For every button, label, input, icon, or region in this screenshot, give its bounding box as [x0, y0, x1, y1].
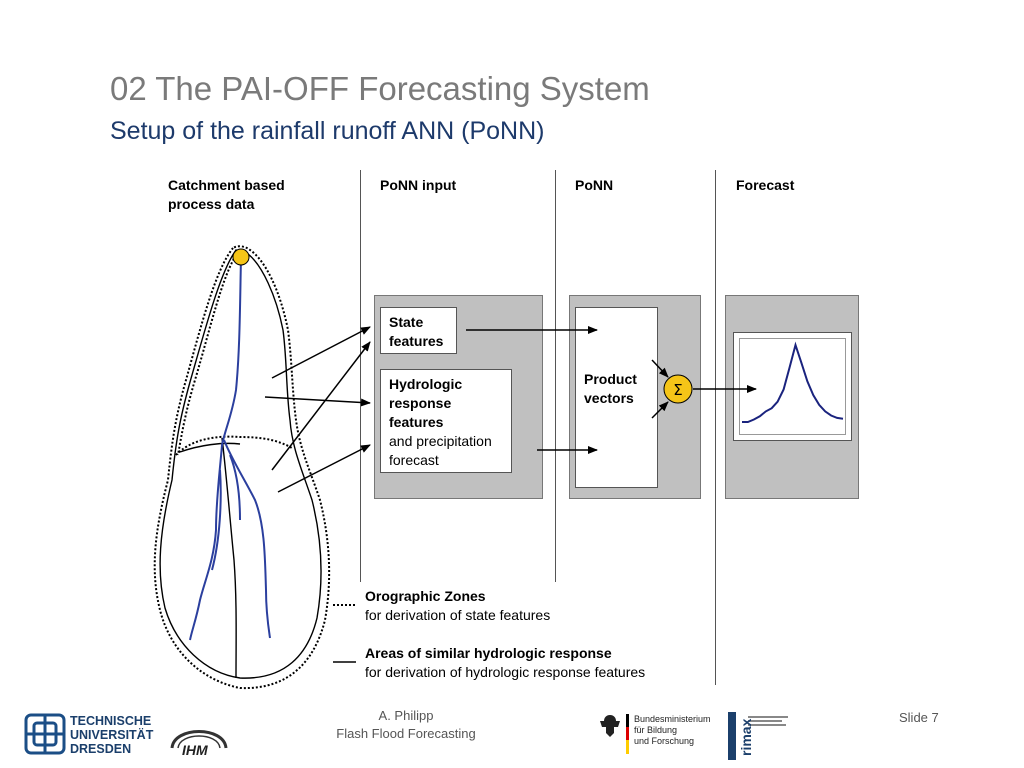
- tu-line1: TECHNISCHE: [70, 714, 152, 728]
- hydrograph-plot-area: [739, 338, 846, 435]
- product-vectors-line1: Product: [584, 371, 637, 387]
- column-header-catchment-line1: Catchment based: [168, 177, 285, 193]
- legend-hydrologic-areas: Areas of similar hydrologic response for…: [365, 644, 645, 682]
- product-vectors-line2: vectors: [584, 390, 634, 406]
- federal-eagle-icon: [598, 713, 622, 739]
- river-network: [189, 257, 271, 641]
- arrow-catchment-to-hydro-1: [264, 396, 371, 407]
- sigma-node: [663, 374, 693, 404]
- state-features-line1: State: [389, 314, 424, 330]
- river-branch-mid: [229, 454, 241, 521]
- river-branch-west: [211, 469, 222, 571]
- column-divider-3: [715, 170, 716, 685]
- tu-dresden-logo-text: TECHNISCHE UNIVERSITÄT DRESDEN: [70, 714, 153, 756]
- arrow-catchment-to-state-1: [271, 326, 371, 379]
- german-flag-bar: [626, 714, 629, 754]
- arrow-product-to-sigma-1: [651, 359, 669, 378]
- arrow-catchment-to-state-2: [271, 341, 371, 471]
- column-header-forecast: Forecast: [736, 177, 795, 193]
- outlet-point: [232, 248, 250, 266]
- hydrologic-divider-2: [179, 442, 241, 453]
- column-divider-1: [360, 170, 361, 582]
- ihm-logo: IHM: [168, 712, 230, 760]
- page-title: 02 The PAI-OFF Forecasting System: [110, 70, 650, 107]
- tu-dresden-logo-icon: [24, 713, 66, 755]
- legend-areas-title: Areas of similar hydrologic response: [365, 645, 612, 661]
- footer-author: A. Philipp: [378, 708, 434, 723]
- hydrograph-line: [742, 341, 844, 423]
- bmbf-line1: Bundesministerium: [634, 714, 711, 724]
- sigma-symbol: Σ: [673, 381, 682, 399]
- legend-orographic-title: Orographic Zones: [365, 588, 486, 604]
- legend-areas-desc: for derivation of hydrologic response fe…: [365, 664, 646, 680]
- hydrologic-line1: Hydrologic: [389, 376, 463, 392]
- page-subtitle: Setup of the rainfall runoff ANN (PoNN): [110, 117, 545, 145]
- hydrologic-line3: features: [389, 414, 444, 430]
- river-main: [189, 257, 242, 641]
- bmbf-line2: für Bildung: [634, 725, 678, 735]
- arrow-product-to-sigma-2: [651, 401, 669, 419]
- column-header-catchment-line2: process data: [168, 196, 255, 212]
- rimax-logo: rimax: [728, 712, 798, 760]
- hydrograph-chart: [742, 341, 844, 423]
- state-features-line2: features: [389, 333, 444, 349]
- product-vectors-box: Product vectors: [575, 307, 658, 488]
- column-divider-2: [555, 170, 556, 582]
- state-features-box: State features: [380, 307, 457, 354]
- hydrologic-line5: forecast: [389, 452, 439, 468]
- catchment-solid-outline: [159, 249, 322, 679]
- river-branch-east: [223, 439, 271, 639]
- legend-orographic: Orographic Zones for derivation of state…: [365, 587, 550, 625]
- column-header-ponn-input: PoNN input: [380, 177, 457, 193]
- tu-line3: DRESDEN: [70, 742, 132, 756]
- ihm-logo-text: IHM: [182, 742, 208, 758]
- column-header-ponn: PoNN: [575, 177, 614, 193]
- slide-number: Slide 7: [899, 710, 939, 725]
- bmbf-logo-text: Bundesministerium für Bildung und Forsch…: [634, 714, 711, 747]
- hydrologic-divider-1: [221, 437, 237, 679]
- footer-talk-title: Flash Flood Forecasting: [336, 726, 476, 741]
- column-header-catchment: Catchment based process data: [168, 176, 285, 214]
- catchment-inner-dotted-outline: [177, 251, 239, 456]
- hydrologic-response-box: Hydrologic response features and precipi…: [380, 369, 512, 473]
- rimax-wordmark: rimax: [738, 718, 754, 756]
- legend-orographic-desc: for derivation of state features: [365, 607, 551, 623]
- zone-divider-dotted: [175, 435, 293, 456]
- hydrologic-line2: response: [389, 395, 452, 411]
- arrow-catchment-to-hydro-2: [277, 444, 371, 493]
- tu-line2: UNIVERSITÄT: [70, 728, 154, 742]
- bmbf-line3: und Forschung: [634, 736, 695, 746]
- hydrologic-line4: and precipitation: [389, 433, 492, 449]
- catchment-dotted-outline: [153, 245, 331, 690]
